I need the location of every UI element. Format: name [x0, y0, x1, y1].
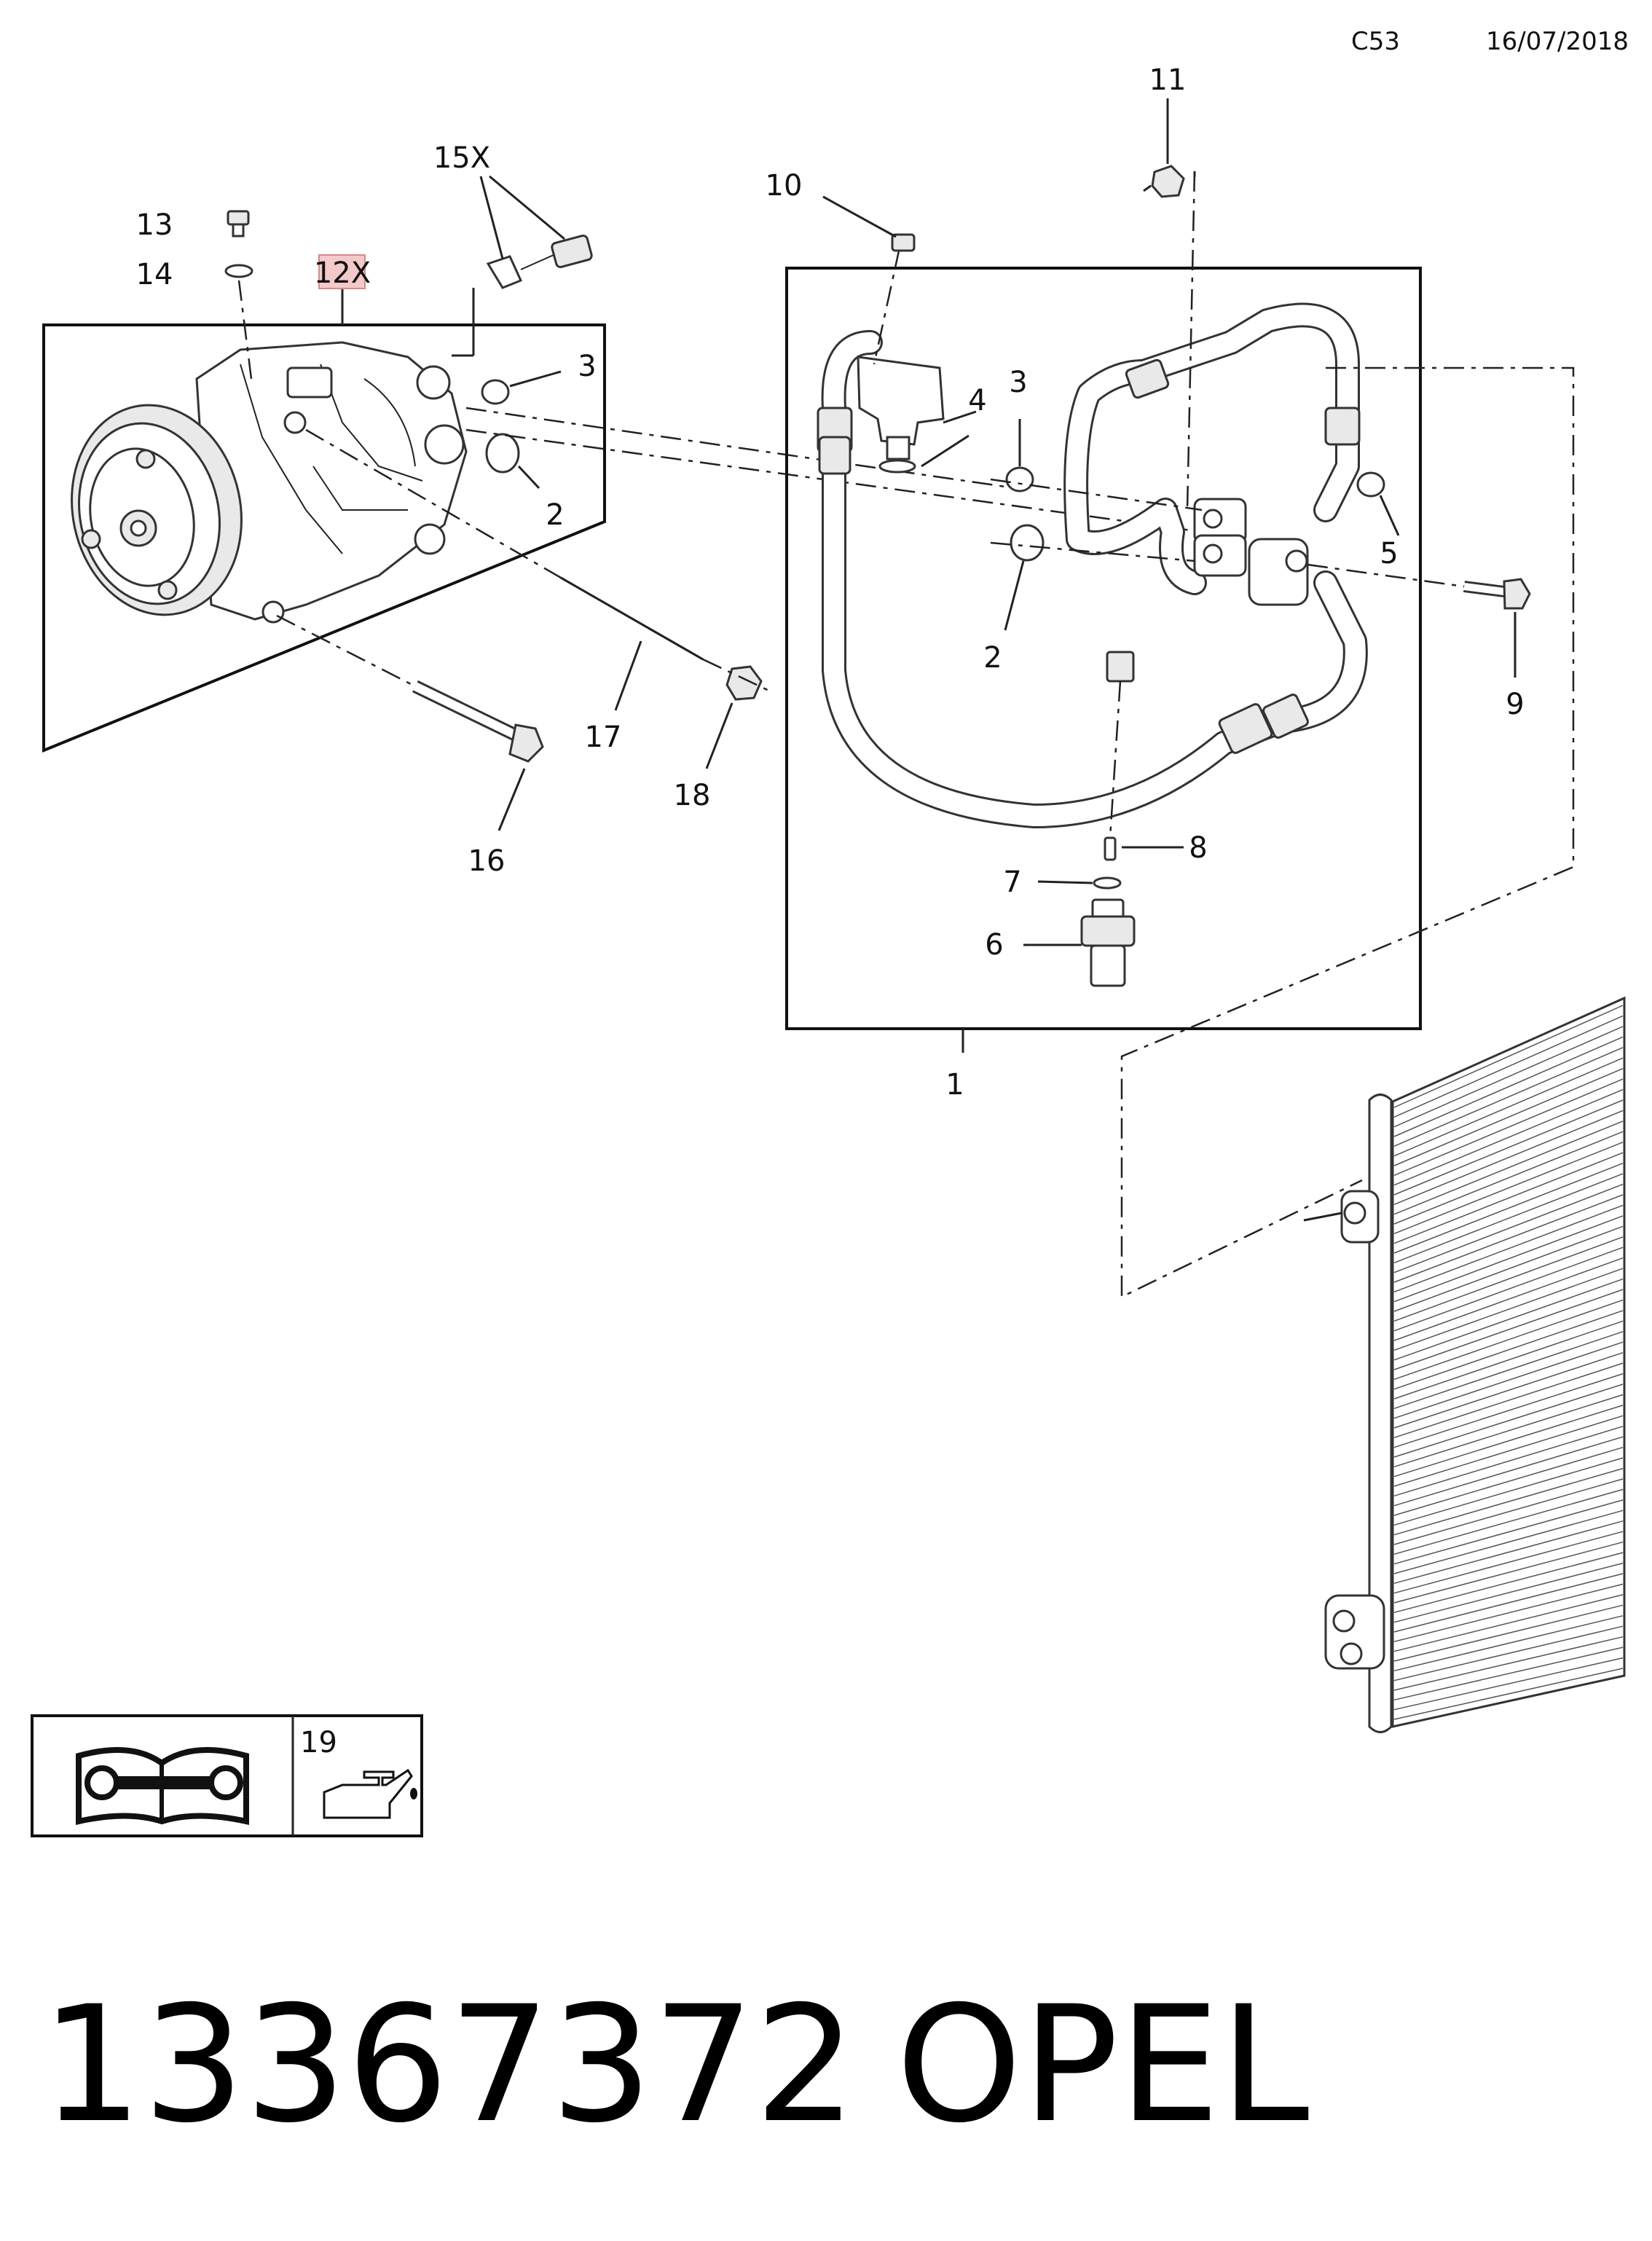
- callout-8: 8: [1189, 831, 1207, 865]
- o-ring-5[interactable]: [1356, 471, 1385, 498]
- callout-16: 16: [468, 844, 506, 878]
- callout-4: 4: [968, 384, 986, 417]
- compressor-frame: [42, 284, 606, 753]
- oil-can-icon: [323, 1768, 417, 1819]
- o-ring-3-compressor[interactable]: [481, 379, 510, 405]
- legend-box: [31, 1714, 423, 1837]
- bolt-16[interactable]: [412, 680, 544, 763]
- callout-19: 19: [300, 1726, 337, 1759]
- callout-15x: 15X: [433, 141, 490, 175]
- ac-compressor[interactable]: [52, 341, 468, 631]
- highlight-12x: [318, 254, 366, 289]
- nut-11[interactable]: [1151, 165, 1185, 198]
- header-date: 16/07/2018: [1486, 27, 1629, 56]
- seal-7[interactable]: [1093, 876, 1122, 890]
- washer-14[interactable]: [224, 264, 253, 278]
- nut-18[interactable]: [725, 665, 763, 701]
- header-code: C53: [1351, 27, 1400, 56]
- nut-10[interactable]: [891, 233, 916, 252]
- condenser[interactable]: [1303, 996, 1626, 1733]
- callout-14: 14: [136, 258, 173, 291]
- callout-1: 1: [945, 1068, 964, 1102]
- callout-17: 17: [585, 721, 622, 754]
- bolt-13[interactable]: [227, 210, 250, 238]
- callout-18: 18: [674, 779, 711, 812]
- service-manual-icon: [76, 1747, 249, 1825]
- hose-frame: [785, 267, 1422, 1053]
- bolt-9[interactable]: [1463, 578, 1531, 610]
- callout-11: 11: [1149, 63, 1187, 97]
- callout-3-hose: 3: [1009, 366, 1027, 399]
- callout-6: 6: [985, 928, 1003, 962]
- sensor-15x[interactable]: [452, 234, 593, 357]
- bracket-4[interactable]: [857, 356, 945, 474]
- refrigerant-hose-assembly[interactable]: [817, 302, 1368, 828]
- pressure-sensor-6[interactable]: [1080, 898, 1136, 987]
- callout-2-compressor: 2: [546, 498, 564, 532]
- part-number: 13367372: [41, 1971, 857, 2158]
- stud-17[interactable]: [560, 576, 704, 661]
- o-ring-3-hose[interactable]: [1005, 466, 1034, 492]
- callout-9: 9: [1506, 688, 1524, 721]
- o-ring-2-compressor[interactable]: [485, 433, 520, 474]
- callout-5: 5: [1380, 537, 1398, 570]
- callout-10: 10: [766, 169, 803, 203]
- callout-3-compressor: 3: [578, 350, 596, 383]
- o-ring-2-hose[interactable]: [1010, 524, 1045, 562]
- callout-12x[interactable]: 12X: [314, 256, 371, 290]
- valve-core-8[interactable]: [1104, 836, 1117, 861]
- callout-2-hose: 2: [983, 641, 1002, 675]
- condenser-frame: [1120, 366, 1575, 1298]
- callout-13: 13: [136, 208, 173, 242]
- brand-name: OPEL: [896, 1971, 1309, 2158]
- callout-7: 7: [1003, 866, 1021, 899]
